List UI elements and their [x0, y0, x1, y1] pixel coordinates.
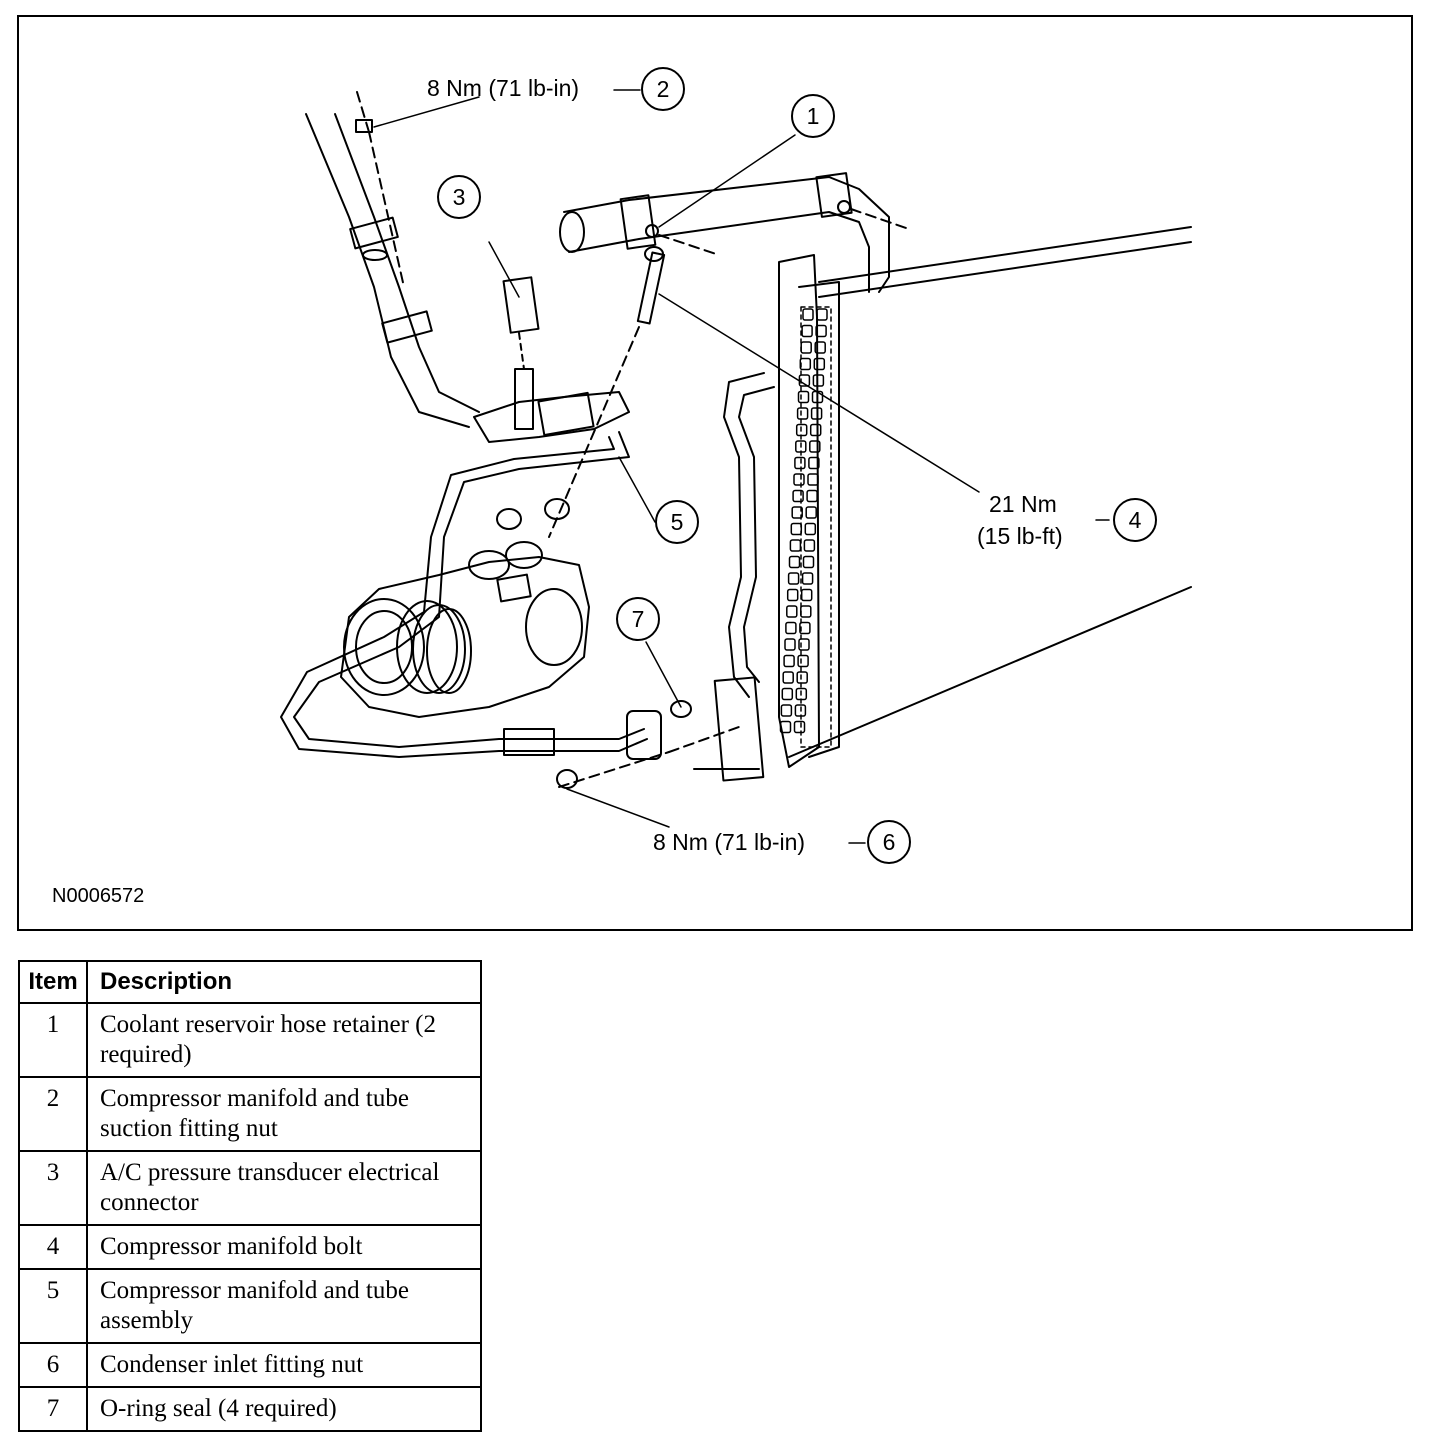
row-item-number: 1: [18, 1002, 88, 1078]
condenser-fin: [812, 374, 825, 387]
condenser-fin: [793, 473, 805, 486]
condenser-fin: [789, 539, 802, 552]
torque-spec-2: 8 Nm (71 lb-in): [427, 75, 580, 101]
condenser-fin: [796, 671, 808, 684]
table-row: 2 Compressor manifold and tube suction f…: [18, 1076, 482, 1152]
torque-spec-4-line1: 21 Nm: [989, 491, 1057, 517]
header-description: Description: [86, 960, 482, 1004]
row-item-number: 6: [18, 1342, 88, 1388]
condenser-fin: [784, 638, 796, 651]
condenser-fin: [786, 605, 798, 618]
torque-spec-6: 8 Nm (71 lb-in): [653, 829, 806, 855]
row-item-number: 7: [18, 1386, 88, 1432]
condenser-fin: [806, 489, 818, 503]
condenser-fin: [787, 572, 800, 585]
condenser-fin: [790, 522, 803, 536]
row-item-number: 4: [18, 1224, 88, 1270]
callout-5: 5: [655, 500, 699, 544]
condenser-fin: [786, 588, 799, 602]
condenser-fin: [779, 720, 792, 734]
condenser-fin: [795, 440, 807, 453]
condenser-fin: [795, 423, 808, 437]
condenser-fin: [801, 572, 814, 585]
condenser-fin: [781, 687, 794, 701]
condenser-fin: [798, 638, 810, 651]
condenser-fin: [797, 654, 809, 668]
table-row: 6 Condenser inlet fitting nut: [18, 1342, 482, 1388]
condenser-fin: [796, 407, 809, 420]
row-description: A/C pressure transducer electrical conne…: [86, 1150, 482, 1226]
callout-6: 6: [867, 820, 911, 864]
callout-2: 2: [641, 67, 685, 111]
condenser-fin: [803, 539, 816, 552]
callout-7: 7: [616, 597, 660, 641]
condenser-fin: [809, 440, 821, 453]
row-description: Condenser inlet fitting nut: [86, 1342, 482, 1388]
condenser-fin: [799, 621, 811, 635]
condenser-fin: [808, 456, 820, 470]
row-description: Compressor manifold and tube suction fit…: [86, 1076, 482, 1152]
condenser-fin: [800, 605, 812, 618]
row-item-number: 3: [18, 1150, 88, 1226]
condenser-fin: [799, 357, 812, 371]
condenser-fin: [791, 506, 803, 519]
condenser-fin: [801, 324, 813, 338]
ac-manifold-illustration: [280, 89, 1192, 844]
table-header-row: Item Description: [18, 960, 482, 1004]
condenser-fin: [788, 555, 801, 569]
callout-4: 4: [1113, 498, 1157, 542]
item-description-table: Item Description 1 Coolant reservoir hos…: [18, 960, 482, 1432]
condenser-fin: [810, 407, 823, 420]
table-row: 1 Coolant reservoir hose retainer (2 req…: [18, 1002, 482, 1078]
condenser-fin: [804, 522, 817, 536]
condenser-fin: [816, 308, 828, 321]
condenser-fin: [780, 704, 793, 717]
figure-frame: 8 Nm (71 lb-in) 2 1 3 21 Nm (15 lb-ft) 4…: [17, 15, 1413, 931]
condenser-fin: [782, 671, 794, 684]
row-item-number: 2: [18, 1076, 88, 1152]
callout-3: 3: [437, 175, 481, 219]
row-description: Coolant reservoir hose retainer (2 requi…: [86, 1002, 482, 1078]
condenser-fin: [793, 720, 806, 734]
table-row: 3 A/C pressure transducer electrical con…: [18, 1150, 482, 1226]
condenser-fin: [797, 390, 810, 404]
condenser-fin: [802, 555, 815, 569]
table-row: 5 Compressor manifold and tube assembly: [18, 1268, 482, 1344]
condenser-fin: [805, 506, 817, 519]
callout-1: 1: [791, 94, 835, 138]
condenser-fin: [800, 588, 813, 602]
condenser-fin: [807, 473, 819, 486]
condenser-fin: [794, 456, 806, 470]
condenser-fin: [795, 687, 808, 701]
condenser-fin: [809, 423, 822, 437]
condenser-fin: [815, 324, 827, 338]
table-row: 4 Compressor manifold bolt: [18, 1224, 482, 1270]
condenser-fin: [792, 489, 804, 503]
condenser-fin: [783, 654, 795, 668]
condenser-fin: [785, 621, 797, 635]
row-description: Compressor manifold bolt: [86, 1224, 482, 1270]
condenser-fin: [802, 308, 814, 321]
torque-spec-4-line2: (15 lb-ft): [977, 523, 1063, 549]
row-description: O-ring seal (4 required): [86, 1386, 482, 1432]
condenser-fin: [794, 704, 807, 717]
condenser-fin: [813, 357, 826, 371]
row-description: Compressor manifold and tube assembly: [86, 1268, 482, 1344]
header-item: Item: [18, 960, 88, 1004]
condenser-fin: [800, 341, 812, 354]
figure-id: N0006572: [52, 885, 145, 907]
row-item-number: 5: [18, 1268, 88, 1344]
table-row: 7 O-ring seal (4 required): [18, 1386, 482, 1432]
condenser-fin: [814, 341, 826, 354]
